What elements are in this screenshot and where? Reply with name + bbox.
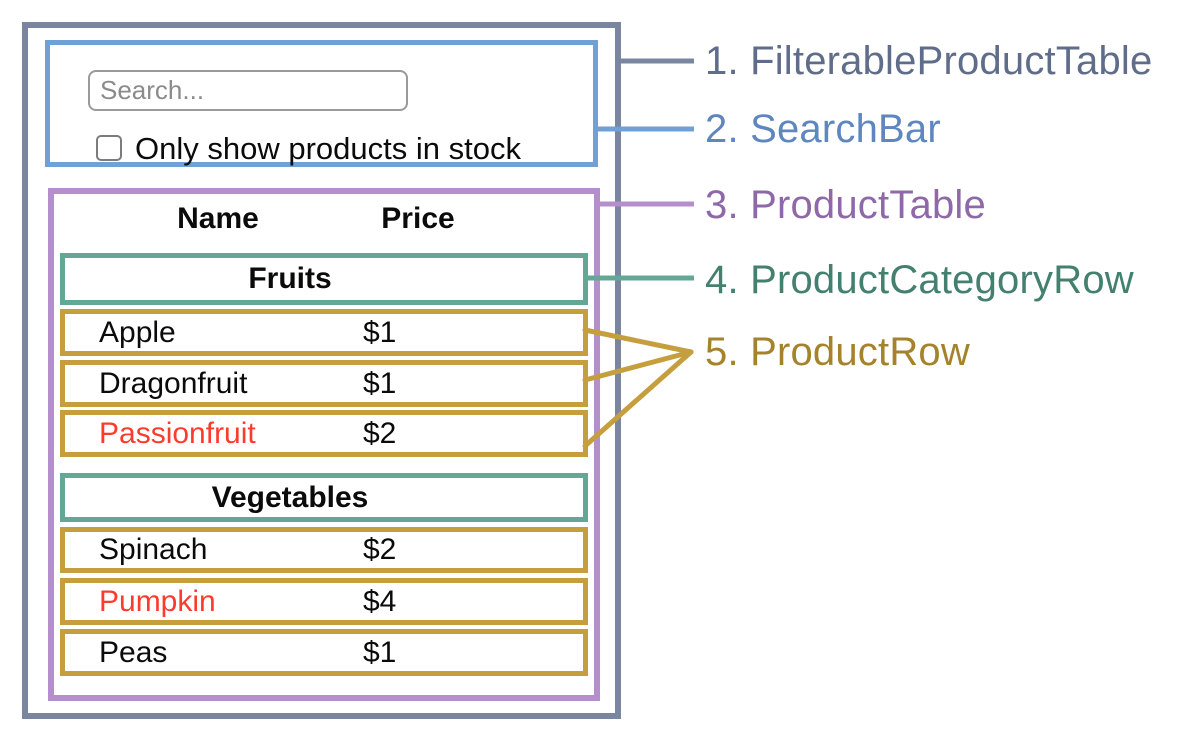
legend-product-row: 5. ProductRow xyxy=(705,330,970,374)
product-price: $1 xyxy=(363,366,397,400)
product-row-peas: Peas $1 xyxy=(60,629,588,676)
legend-filterable-product-table: 1. FilterableProductTable xyxy=(705,39,1153,83)
legend-search-bar: 2. SearchBar xyxy=(705,107,941,151)
product-row-dragonfruit: Dragonfruit $1 xyxy=(60,360,588,407)
product-name-out-of-stock: Pumpkin xyxy=(99,584,216,618)
legend-product-category-row: 4. ProductCategoryRow xyxy=(705,258,1134,302)
product-name: Dragonfruit xyxy=(99,366,248,400)
product-name: Peas xyxy=(99,635,168,669)
product-price: $4 xyxy=(363,584,397,618)
product-price: $1 xyxy=(363,635,397,669)
in-stock-checkbox[interactable] xyxy=(96,135,122,161)
product-price: $2 xyxy=(363,416,397,450)
in-stock-checkbox-label: Only show products in stock xyxy=(135,131,521,166)
product-row-apple: Apple $1 xyxy=(60,309,588,356)
product-price: $1 xyxy=(363,315,397,349)
product-row-spinach: Spinach $2 xyxy=(60,527,588,573)
product-row-passionfruit: Passionfruit $2 xyxy=(60,410,588,457)
product-name: Spinach xyxy=(99,533,208,566)
product-price: $2 xyxy=(363,533,397,566)
product-name: Apple xyxy=(99,315,176,349)
product-row-pumpkin: Pumpkin $4 xyxy=(60,578,588,625)
category-label: Fruits xyxy=(248,262,332,295)
category-row-vegetables: Vegetables xyxy=(60,473,588,522)
column-header-name: Name xyxy=(177,202,259,235)
category-row-fruits: Fruits xyxy=(60,253,588,305)
product-name-out-of-stock: Passionfruit xyxy=(99,416,256,450)
category-label: Vegetables xyxy=(211,480,369,514)
column-header-price: Price xyxy=(381,202,455,235)
legend-product-table: 3. ProductTable xyxy=(705,183,986,227)
search-input[interactable] xyxy=(88,70,408,111)
